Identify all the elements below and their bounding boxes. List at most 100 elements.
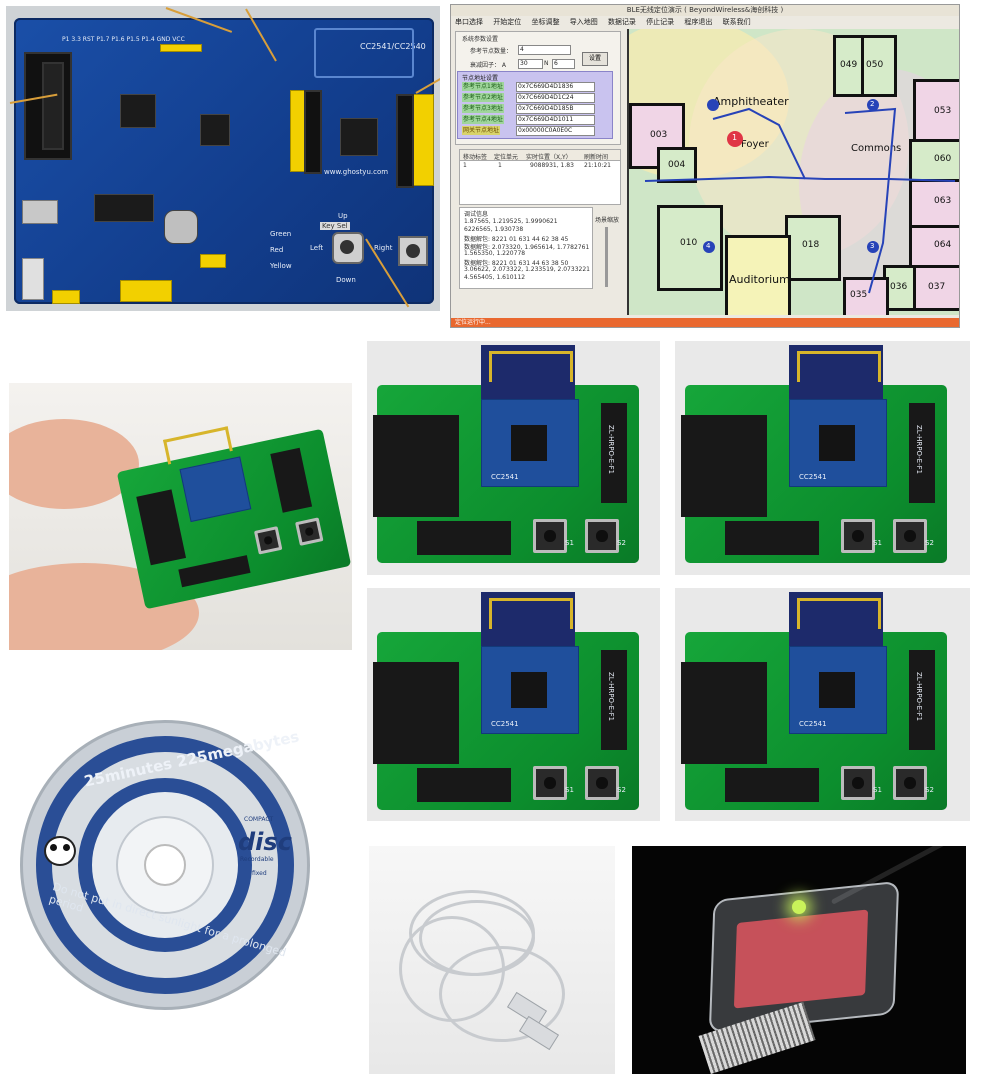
ic-chip-2: [200, 114, 230, 146]
room-035: 035: [843, 277, 889, 315]
antenna-outline: [314, 28, 414, 78]
left-pin-header: [681, 415, 767, 517]
menu-item-exit[interactable]: 程序退出: [684, 18, 713, 26]
menu-item-contact[interactable]: 联系我们: [722, 18, 751, 26]
panda-icon: [44, 836, 76, 866]
board-photo-3: CC2541 ZL-HRPO-E-F1 S1 S2: [367, 588, 660, 821]
cell-tag: 1: [463, 162, 467, 169]
antenna-pattern: [489, 598, 573, 629]
push-button: [398, 236, 428, 266]
param2-label: 衰减因子： A: [470, 62, 507, 69]
dev-board-photo: P1 3.3 RST P1.7 P1.6 P1.5 P1.4 GND VCC C…: [6, 6, 440, 311]
log-line: 数据解包: 2.073320, 1.965614, 1.7782761: [464, 244, 590, 251]
node2-label: 参考节点2地址: [462, 93, 504, 102]
disc-logo-small: COMPACT: [244, 816, 274, 823]
node4-field[interactable]: 0x7C669D4D1011: [516, 115, 595, 125]
yellow-jumper-1: [200, 254, 226, 268]
usb-port: [22, 200, 58, 224]
marker-2[interactable]: 2: [870, 100, 875, 108]
green-board: CC2541 ZL-HRPO-E-F1 S1 S2: [373, 345, 639, 563]
silk-s1: S1: [873, 539, 882, 547]
param2-field[interactable]: 30: [518, 59, 543, 69]
silk-red: Red: [270, 246, 284, 254]
zoom-label: 场景缩放: [595, 217, 620, 224]
room-037: 037: [913, 265, 959, 311]
param3-field[interactable]: 6: [552, 59, 575, 69]
node3-field[interactable]: 0x7C669D4D185B: [516, 104, 595, 114]
right-header-silk: ZL-HRPO-E-F1: [915, 672, 923, 722]
bottom-pin-header: [725, 521, 819, 555]
label-foyer: Foyer: [741, 139, 769, 150]
menu-item-stop[interactable]: 停止记录: [646, 18, 675, 26]
node1-label: 参考节点1地址: [462, 82, 504, 91]
tact-switch: [295, 517, 324, 546]
black-header-right: [396, 94, 414, 188]
bottom-pin-header: [417, 768, 511, 802]
table-header-row: 移动标签 定位单元 实时位置（X,Y） 刷新时间: [460, 150, 620, 161]
silk-right: Right: [374, 244, 393, 252]
menu-item-serial[interactable]: 串口选择: [455, 18, 483, 26]
right-pin-header: [601, 650, 627, 750]
mcu-chip: [819, 672, 855, 708]
node2-field[interactable]: 0x7C669D4D1C24: [516, 93, 595, 103]
log-line: 数据解包: 8221 01 631 44 63 38 50: [464, 260, 569, 267]
green-board: CC2541 ZL-HRPO-E-F1 S1 S2: [681, 345, 947, 563]
tact-switch-s1: [841, 766, 875, 800]
green-board: CC2541 ZL-HRPO-E-F1 S1 S2: [681, 592, 947, 810]
ic-chip-3: [94, 194, 154, 222]
silk-up: Up: [338, 212, 348, 220]
node-address-panel: 节点地址设置 参考节点1地址 0x7C669D4D1836 参考节点2地址 0x…: [457, 71, 613, 139]
right-header-silk: ZL-HRPO-E-F1: [607, 425, 615, 475]
tact-switch-s2: [585, 766, 619, 800]
node1-field[interactable]: 0x7C669D4D1836: [516, 82, 595, 92]
debug-log-panel: 调试信息 1.87565, 1.219525, 1.9990621 622656…: [459, 207, 593, 289]
auditorium: [725, 235, 791, 315]
room-004: 004: [657, 147, 697, 183]
black-header-mid: [304, 90, 322, 174]
disc-hub: [116, 816, 214, 914]
gateway-field[interactable]: 0x00000C0A0E0C: [516, 126, 595, 136]
node3-label: 参考节点3地址: [462, 104, 504, 113]
nodes-group-title: 节点地址设置: [462, 75, 499, 82]
log-line: 1.87565, 1.219525, 1.9990621: [464, 218, 558, 225]
mcu-chip: [511, 672, 547, 708]
silk-top-row: P1 3.3 RST P1.7 P1.6 P1.5 P1.4 GND VCC: [62, 36, 185, 43]
menu-item-start[interactable]: 开始定位: [493, 18, 522, 26]
silk-key: Key Sel: [320, 222, 350, 230]
menu-item-adjust[interactable]: 坐标调整: [531, 18, 560, 26]
marker-3[interactable]: 3: [870, 242, 875, 250]
positioning-software-screenshot: BLE无线定位演示 ( BeyondWireless&海创科技 ) 串口选择 开…: [450, 4, 960, 328]
marker-4[interactable]: 4: [706, 242, 711, 250]
hand-holding-board-photo: [9, 383, 352, 650]
silk-yellow: Yellow: [270, 262, 292, 270]
param1-field[interactable]: 4: [518, 45, 571, 55]
silk-left: Left: [310, 244, 324, 252]
silk-s2: S2: [617, 539, 626, 547]
col-tag: 移动标签: [463, 154, 488, 161]
log-line: 数据解包: 8221 01 631 44 62 38 45: [464, 236, 569, 243]
cell-time: 21:10:21: [584, 162, 611, 169]
menu-item-record[interactable]: 数据记录: [607, 18, 636, 26]
param1-label: 参考节点数量：: [470, 48, 513, 55]
tact-switch-s1: [533, 766, 567, 800]
room-018: 018: [785, 215, 841, 281]
tact-switch-s1: [533, 519, 567, 553]
mcu-chip: [819, 425, 855, 461]
set-button[interactable]: 设置: [582, 52, 608, 66]
left-pin-header: [373, 662, 459, 764]
menu-bar: 串口选择 开始定位 坐标调整 导入地图 数据记录 停止记录 程序退出 联系我们: [451, 16, 959, 28]
menu-item-map[interactable]: 导入地图: [569, 18, 598, 26]
silk-s2: S2: [925, 539, 934, 547]
params-group-title: 系统参数设置: [462, 36, 499, 43]
label-commons: Commons: [851, 143, 902, 154]
ble-module: [179, 456, 252, 523]
usb-cable-photo: [369, 846, 615, 1074]
zoom-slider[interactable]: [605, 227, 608, 287]
tact-switch: [253, 526, 283, 555]
room-053: 053: [913, 79, 959, 145]
right-header-silk: ZL-HRPO-E-F1: [915, 425, 923, 475]
marker-1[interactable]: 1: [732, 133, 738, 142]
node4-label: 参考节点4地址: [462, 115, 504, 124]
right-header-silk: ZL-HRPO-E-F1: [607, 672, 615, 722]
status-led: [792, 900, 806, 914]
